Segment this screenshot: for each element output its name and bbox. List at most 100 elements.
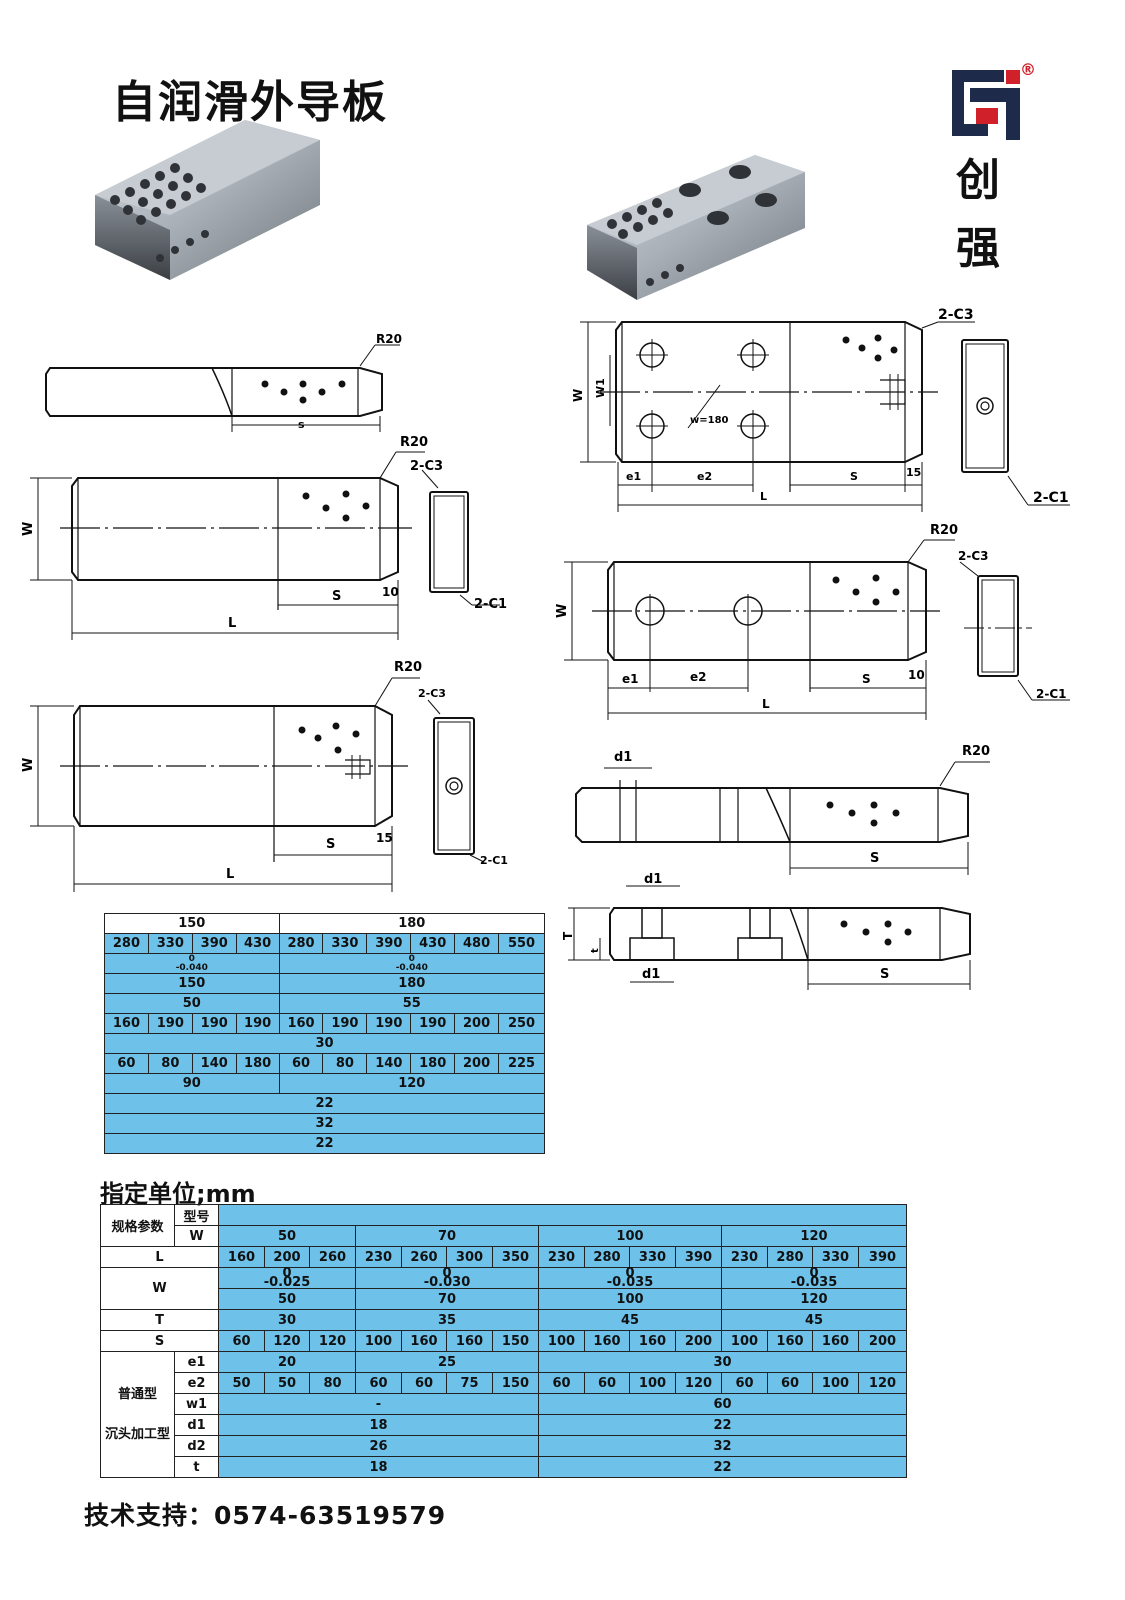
- label-w-b: W: [21, 522, 36, 536]
- length-cell: 390: [191, 933, 237, 954]
- param-label: 规格参数: [100, 1204, 175, 1247]
- product-image-plain: [95, 120, 320, 280]
- label-15-d: 15: [906, 466, 921, 479]
- label-c1-b: 2-C1: [474, 597, 507, 612]
- label-d1-f: d1: [614, 750, 632, 765]
- table-row: 90 120: [104, 1073, 546, 1094]
- s-cell: 190: [235, 1013, 280, 1034]
- e2-cell: 60: [538, 1372, 585, 1394]
- tolerance-cell: 0-0.035: [721, 1266, 907, 1290]
- e2-cell: 60: [401, 1372, 447, 1394]
- label-w180-d: w=180: [690, 415, 729, 426]
- e2-cell: 60: [584, 1372, 630, 1394]
- table-row: S 60 120 120 100 160 160 150 100 160 160…: [100, 1330, 907, 1352]
- l-cell: 390: [675, 1246, 722, 1268]
- s-cell: 200: [675, 1330, 722, 1352]
- d2-value: 32: [538, 1435, 907, 1457]
- page-title: 自润滑外导板: [112, 77, 388, 128]
- table-row: 60 80 140 180 60 80 140 180 200 225: [104, 1053, 545, 1074]
- s-cell: 60: [218, 1330, 265, 1352]
- table-row: 160 190 190 190 160 190 190 190 200 250: [104, 1013, 545, 1034]
- table-row: d2 26 32: [100, 1435, 907, 1457]
- e2-cell: 50: [218, 1372, 265, 1394]
- s-cell: 200: [454, 1013, 500, 1034]
- label-w-d: W: [571, 389, 585, 402]
- s-cell: 160: [104, 1013, 149, 1034]
- label-c1-e: 2-C1: [1036, 687, 1067, 701]
- l-cell: 330: [812, 1246, 859, 1268]
- e2-cell: 120: [858, 1372, 907, 1394]
- group-w-50: 50: [218, 1225, 356, 1247]
- tolerance-upper: 0: [809, 1266, 819, 1281]
- table-row: W 50 70 100 120: [101, 1225, 907, 1247]
- length-cell: 280: [278, 933, 324, 954]
- l-cell: 230: [538, 1246, 585, 1268]
- s-cell: 190: [410, 1013, 456, 1034]
- t-small-value: 22: [104, 1133, 545, 1154]
- t-small-label: t: [174, 1456, 219, 1478]
- tolerance-cell: 0-0.025: [218, 1267, 356, 1290]
- s-cell: 120: [264, 1330, 310, 1352]
- s-cell: 190: [322, 1013, 368, 1034]
- t-value: 50: [104, 993, 280, 1014]
- label-l-b: L: [228, 616, 236, 631]
- d2-value: 32: [104, 1113, 545, 1134]
- spec-table: 规格参数 型号 W 50 70 100 120 L 160 200 260 23…: [100, 1204, 907, 1478]
- model-header-blank: [218, 1204, 907, 1226]
- unit-label: 指定单位;mm: [100, 1180, 256, 1208]
- label-e1-d: e1: [626, 470, 641, 483]
- label-w-c: W: [21, 758, 36, 772]
- label-c3-b: 2-C3: [410, 459, 443, 474]
- table-row: d1 18 22: [100, 1414, 907, 1436]
- tolerance-lower: -0.035: [790, 1275, 838, 1290]
- countersink-type-label: 沉头加工型: [104, 1426, 170, 1442]
- l-label: L: [100, 1246, 219, 1268]
- tolerance-lower: -0.025: [263, 1275, 311, 1290]
- table-row: 280 330 390 430 280 330 390 430 480 550: [104, 933, 545, 954]
- s-cell: 250: [498, 1013, 545, 1034]
- tolerance-cell: 0 -0.040: [104, 953, 280, 974]
- e2-cell: 140: [366, 1053, 412, 1074]
- e2-cell: 225: [498, 1053, 545, 1074]
- s-cell: 190: [366, 1013, 412, 1034]
- registered-mark: ®: [1020, 60, 1036, 79]
- d2-value: 26: [218, 1435, 539, 1457]
- s-cell: 160: [446, 1330, 493, 1352]
- w1-value: 60: [538, 1393, 907, 1415]
- width-150: 150: [104, 913, 280, 934]
- s-cell: 100: [721, 1330, 768, 1352]
- w-value: 150: [104, 973, 280, 994]
- t-small-value: 18: [218, 1456, 539, 1478]
- label-e2-e: e2: [690, 670, 707, 684]
- e1-label: e1: [174, 1351, 219, 1373]
- l-cell: 300: [446, 1246, 493, 1268]
- drawing-side-view-d1: [575, 761, 990, 875]
- l-cell: 160: [218, 1246, 265, 1268]
- label-15-c: 15: [376, 831, 393, 845]
- length-cell: 430: [410, 933, 456, 954]
- e1-value: 30: [538, 1351, 907, 1373]
- label-d1-g-top: d1: [644, 872, 662, 887]
- table-row: 32: [104, 1113, 545, 1134]
- s-cell: 150: [492, 1330, 539, 1352]
- s-cell: 160: [812, 1330, 859, 1352]
- table-row: 150 180: [104, 913, 546, 934]
- e1-value: 30: [104, 1033, 545, 1054]
- label-c3-e: 2-C3: [958, 549, 989, 563]
- tolerance-lower: -0.030: [423, 1275, 471, 1290]
- w-value: 120: [721, 1288, 907, 1310]
- table-row: e2 50 50 80 60 60 75 150 60 60 100 120 6…: [100, 1372, 907, 1394]
- d1-label: d1: [174, 1414, 219, 1436]
- label-c3-d: 2-C3: [938, 307, 974, 323]
- table-row: 150 180: [104, 973, 546, 994]
- s-cell: 160: [401, 1330, 447, 1352]
- table-row: 30: [104, 1033, 545, 1054]
- table-row: 50 70 100 120: [100, 1288, 907, 1310]
- table-row: 普通型沉头加工型 e1 20 25 30: [100, 1351, 907, 1478]
- length-cell: 480: [454, 933, 500, 954]
- drawing-side-view-s: [45, 344, 400, 432]
- width-180: 180: [278, 913, 546, 934]
- table-row: 50 55: [104, 993, 546, 1014]
- technical-drawings: R20 s W R20 2-C3 2-C1 S 10 L: [21, 120, 1070, 892]
- length-cell: 330: [147, 933, 193, 954]
